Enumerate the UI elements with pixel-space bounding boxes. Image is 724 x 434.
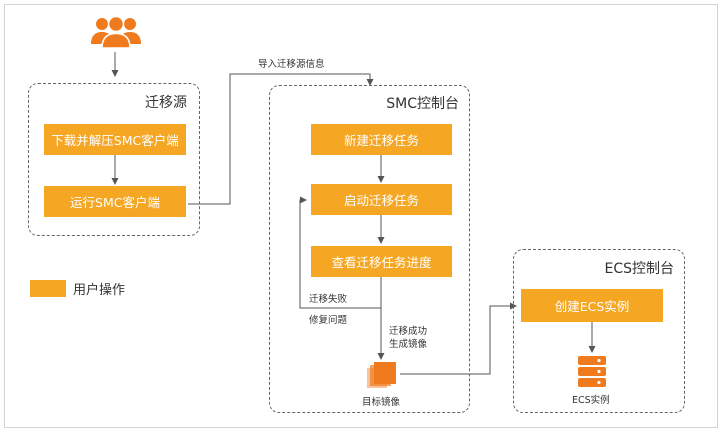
smc-panel-title: SMC控制台 (386, 96, 459, 112)
success-line-1: 迁移成功 (389, 326, 428, 337)
arrow-import-info (188, 73, 374, 205)
start-task-step: 启动迁移任务 (311, 184, 452, 215)
ecs-panel: ECS控制台 (513, 249, 685, 413)
success-line-2: 生成镜像 (389, 339, 428, 350)
ecs-instance-label: ECS实例 (572, 395, 610, 406)
view-progress-step: 查看迁移任务进度 (311, 246, 452, 277)
legend-swatch (30, 280, 66, 297)
server-icon (578, 356, 606, 392)
source-panel: 迁移源 (28, 83, 200, 236)
run-client-step: 运行SMC客户端 (44, 186, 186, 217)
legend-label: 用户操作 (73, 283, 126, 298)
image-stack-icon (367, 362, 397, 394)
migration-success-label: 迁移成功 生成镜像 (389, 325, 427, 351)
source-panel-title: 迁移源 (145, 95, 187, 111)
create-ecs-step: 创建ECS实例 (521, 289, 663, 322)
migration-fail-label: 迁移失败 (309, 294, 348, 305)
ecs-panel-title: ECS控制台 (604, 261, 674, 277)
new-task-step: 新建迁移任务 (311, 124, 452, 155)
repair-issue-label: 修复问题 (309, 315, 348, 326)
smc-panel: SMC控制台 (269, 85, 470, 413)
legend: 用户操作 (30, 279, 125, 298)
target-image-label: 目标镜像 (362, 397, 401, 408)
users-icon (90, 14, 142, 54)
download-client-step: 下载并解压SMC客户端 (44, 124, 186, 155)
arrow-image-to-ecs (400, 302, 517, 375)
import-info-label: 导入迁移源信息 (258, 59, 325, 70)
